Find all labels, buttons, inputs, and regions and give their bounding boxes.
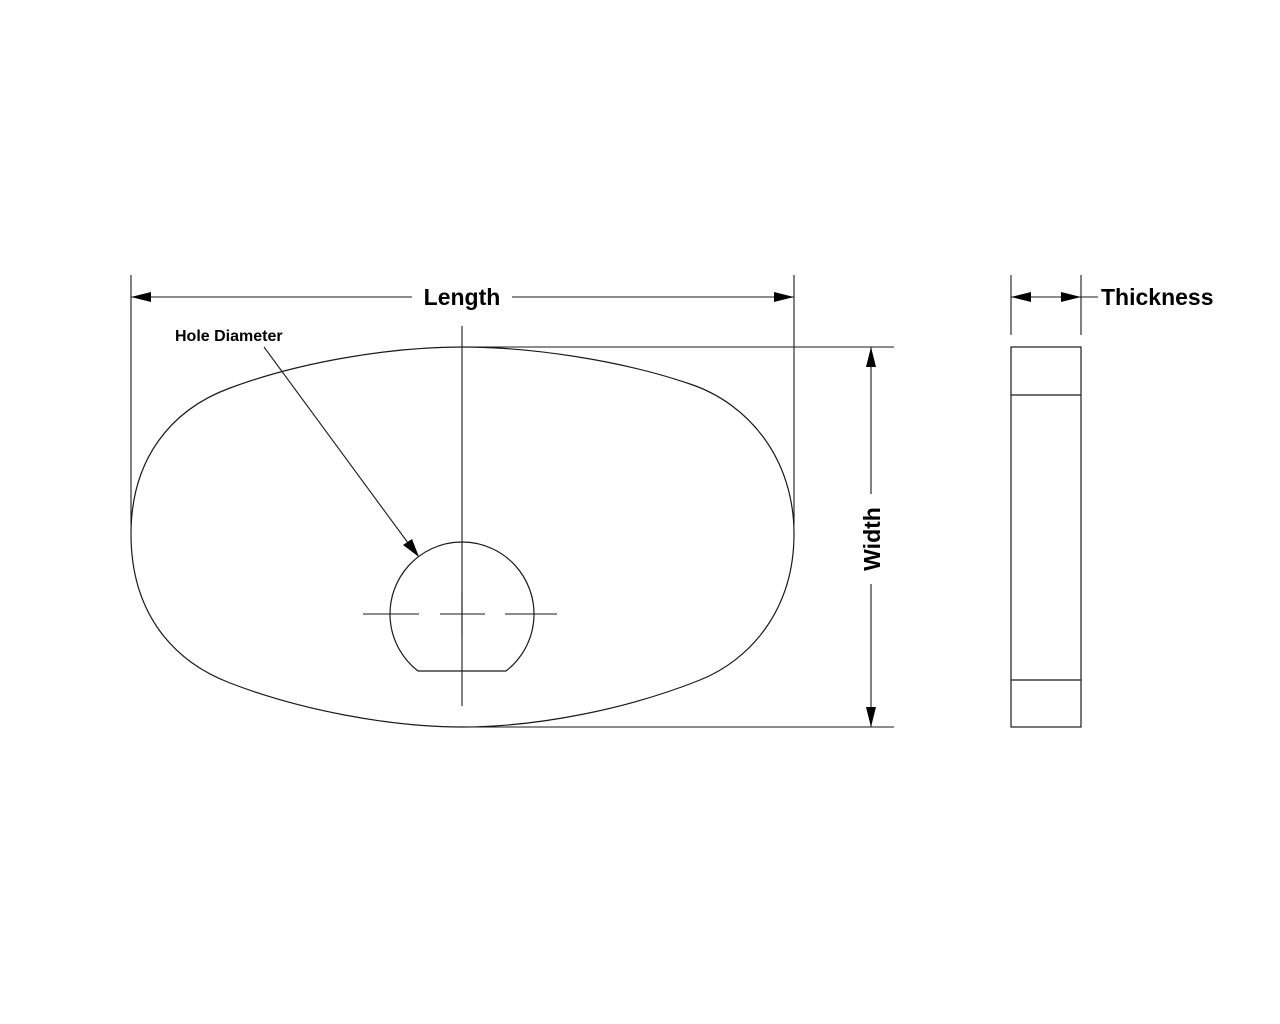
front-view: Length Width Hole Diameter [130, 275, 894, 728]
side-profile [1010, 346, 1082, 728]
length-arrow-left [131, 292, 151, 302]
hole-diameter-label: Hole Diameter [175, 328, 283, 345]
hole-leader-line [263, 346, 412, 548]
side-view: Thickness [1010, 275, 1214, 728]
width-arrow-top [866, 347, 876, 367]
length-label: Length [424, 284, 501, 310]
thickness-arrow-left [1011, 292, 1031, 302]
part-outline [130, 346, 795, 728]
hole-outline [389, 541, 535, 672]
width-arrow-bottom [866, 707, 876, 727]
hole-leader-arrow [403, 539, 419, 557]
hole-center-mark [363, 592, 557, 636]
hole-diameter-callout: Hole Diameter [175, 328, 419, 557]
width-dimension: Width [856, 347, 886, 727]
length-arrow-right [774, 292, 794, 302]
thickness-dimension: Thickness [1011, 284, 1214, 310]
width-label: Width [859, 507, 885, 571]
thickness-arrow-right [1061, 292, 1081, 302]
thickness-label: Thickness [1101, 284, 1214, 310]
length-dimension: Length [131, 280, 794, 314]
